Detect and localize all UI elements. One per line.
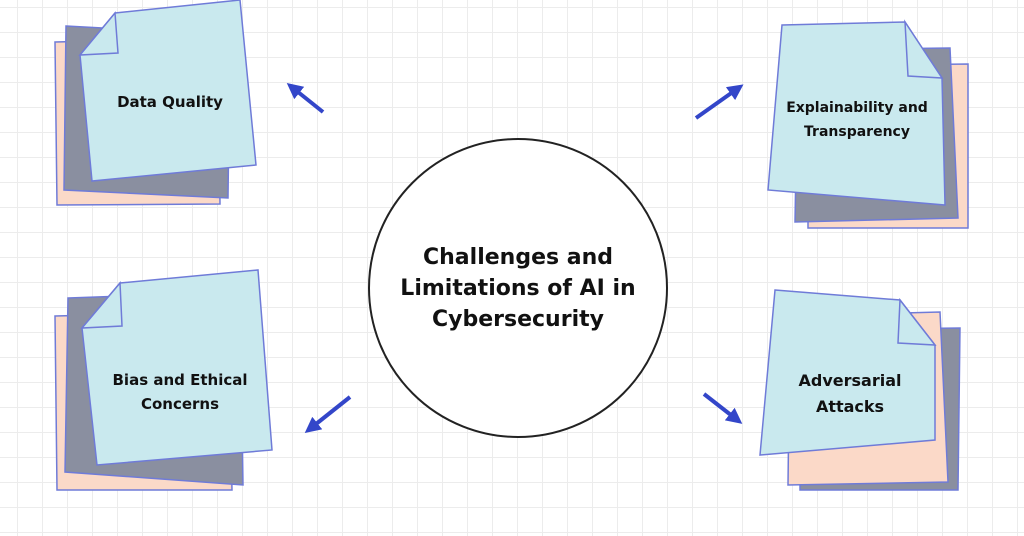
arrow-to-explainability xyxy=(694,84,744,120)
arrow-to-adversarial xyxy=(702,392,743,424)
note-stack-data-quality xyxy=(54,0,257,206)
center-circle: Challenges and Limitations of AI in Cybe… xyxy=(368,138,668,438)
arrow-to-data-quality xyxy=(286,83,325,114)
note-label-data-quality: Data Quality xyxy=(117,93,223,111)
note-stack-adversarial xyxy=(759,289,961,491)
note-stack-explainability xyxy=(767,19,969,229)
note-stack-bias xyxy=(54,269,273,491)
note-label-adversarial: Adversarial Attacks xyxy=(798,371,902,416)
arrow-to-bias xyxy=(304,395,352,433)
note-label-bias: Bias and Ethical Concerns xyxy=(112,371,248,413)
note-label-explainability: Explainability and Transparency xyxy=(786,100,928,140)
center-title: Challenges and Limitations of AI in Cybe… xyxy=(400,244,636,332)
